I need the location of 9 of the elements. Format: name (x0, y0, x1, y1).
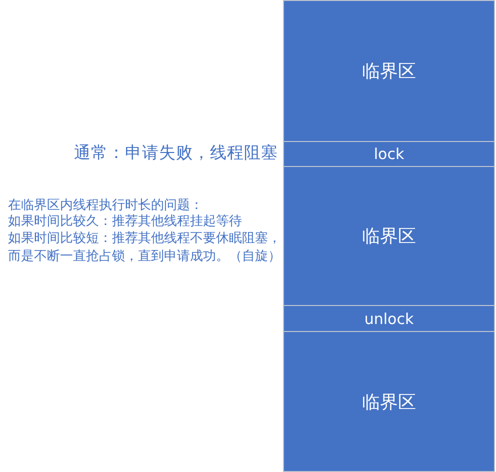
note-text: 通常：申请失败，线程阻塞 (74, 143, 278, 163)
note-text: 如果时间比较短：推荐其他线程不要休眠阻塞，而是不断一直抢占锁，直到申请成功。（自旋） (8, 230, 282, 265)
note-text: 如果时间比较久：推荐其他线程挂起等待 (8, 214, 242, 230)
section-box: 临界区 (283, 166, 495, 306)
unlock-box: unlock (283, 305, 495, 332)
note-text: 在临界区内线程执行时长的问题： (8, 198, 203, 214)
section-box: 临界区 (283, 331, 495, 472)
section-box: 临界区 (283, 0, 495, 142)
lock-box: lock (283, 141, 495, 167)
